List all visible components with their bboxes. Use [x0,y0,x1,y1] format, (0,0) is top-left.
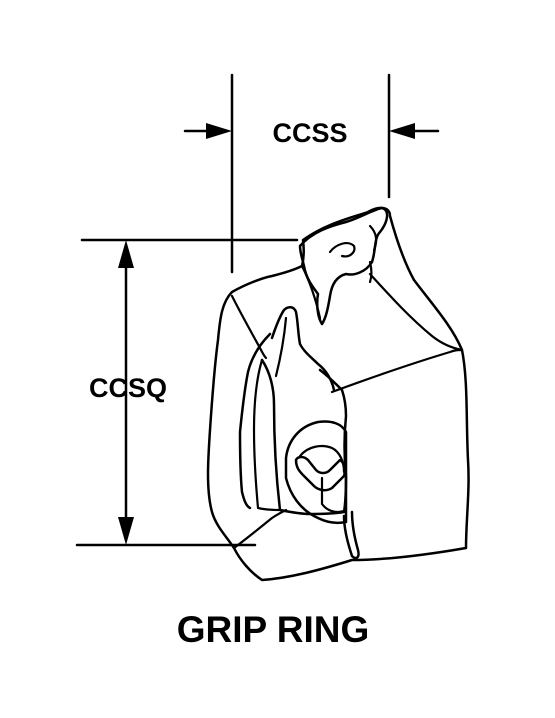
part-title: GRIP RING [177,609,370,650]
socket-latch [294,455,347,492]
block-top-edge [330,348,464,394]
cut-panel-left [252,358,282,512]
grip-ring-part [206,206,470,582]
bottom-flap [342,510,360,560]
left-spine-inner [238,332,272,510]
height-arrowhead-bottom [118,517,134,545]
top-tab [298,206,389,326]
socket-latch-detail [320,476,348,514]
width-dimension-label: CCSS [272,118,347,148]
height-arrowhead-top [118,240,134,268]
height-dimension: CCSQ [75,238,299,547]
top-face-left-edge [230,294,268,360]
left-spine-shadow [274,316,288,378]
block-back-edge [368,272,464,352]
bottom-left-edge [232,508,288,550]
part-outline [206,206,470,582]
height-dimension-label: CCSQ [89,373,167,403]
cut-face-outline [260,358,348,516]
left-spine [270,306,336,392]
socket-cavity [284,420,348,525]
top-tab-fold [368,224,378,252]
width-arrowhead-right [389,123,415,139]
width-dimension: CCSS [183,73,440,274]
width-arrowhead-left [206,123,232,139]
top-tab-curl [328,242,356,258]
